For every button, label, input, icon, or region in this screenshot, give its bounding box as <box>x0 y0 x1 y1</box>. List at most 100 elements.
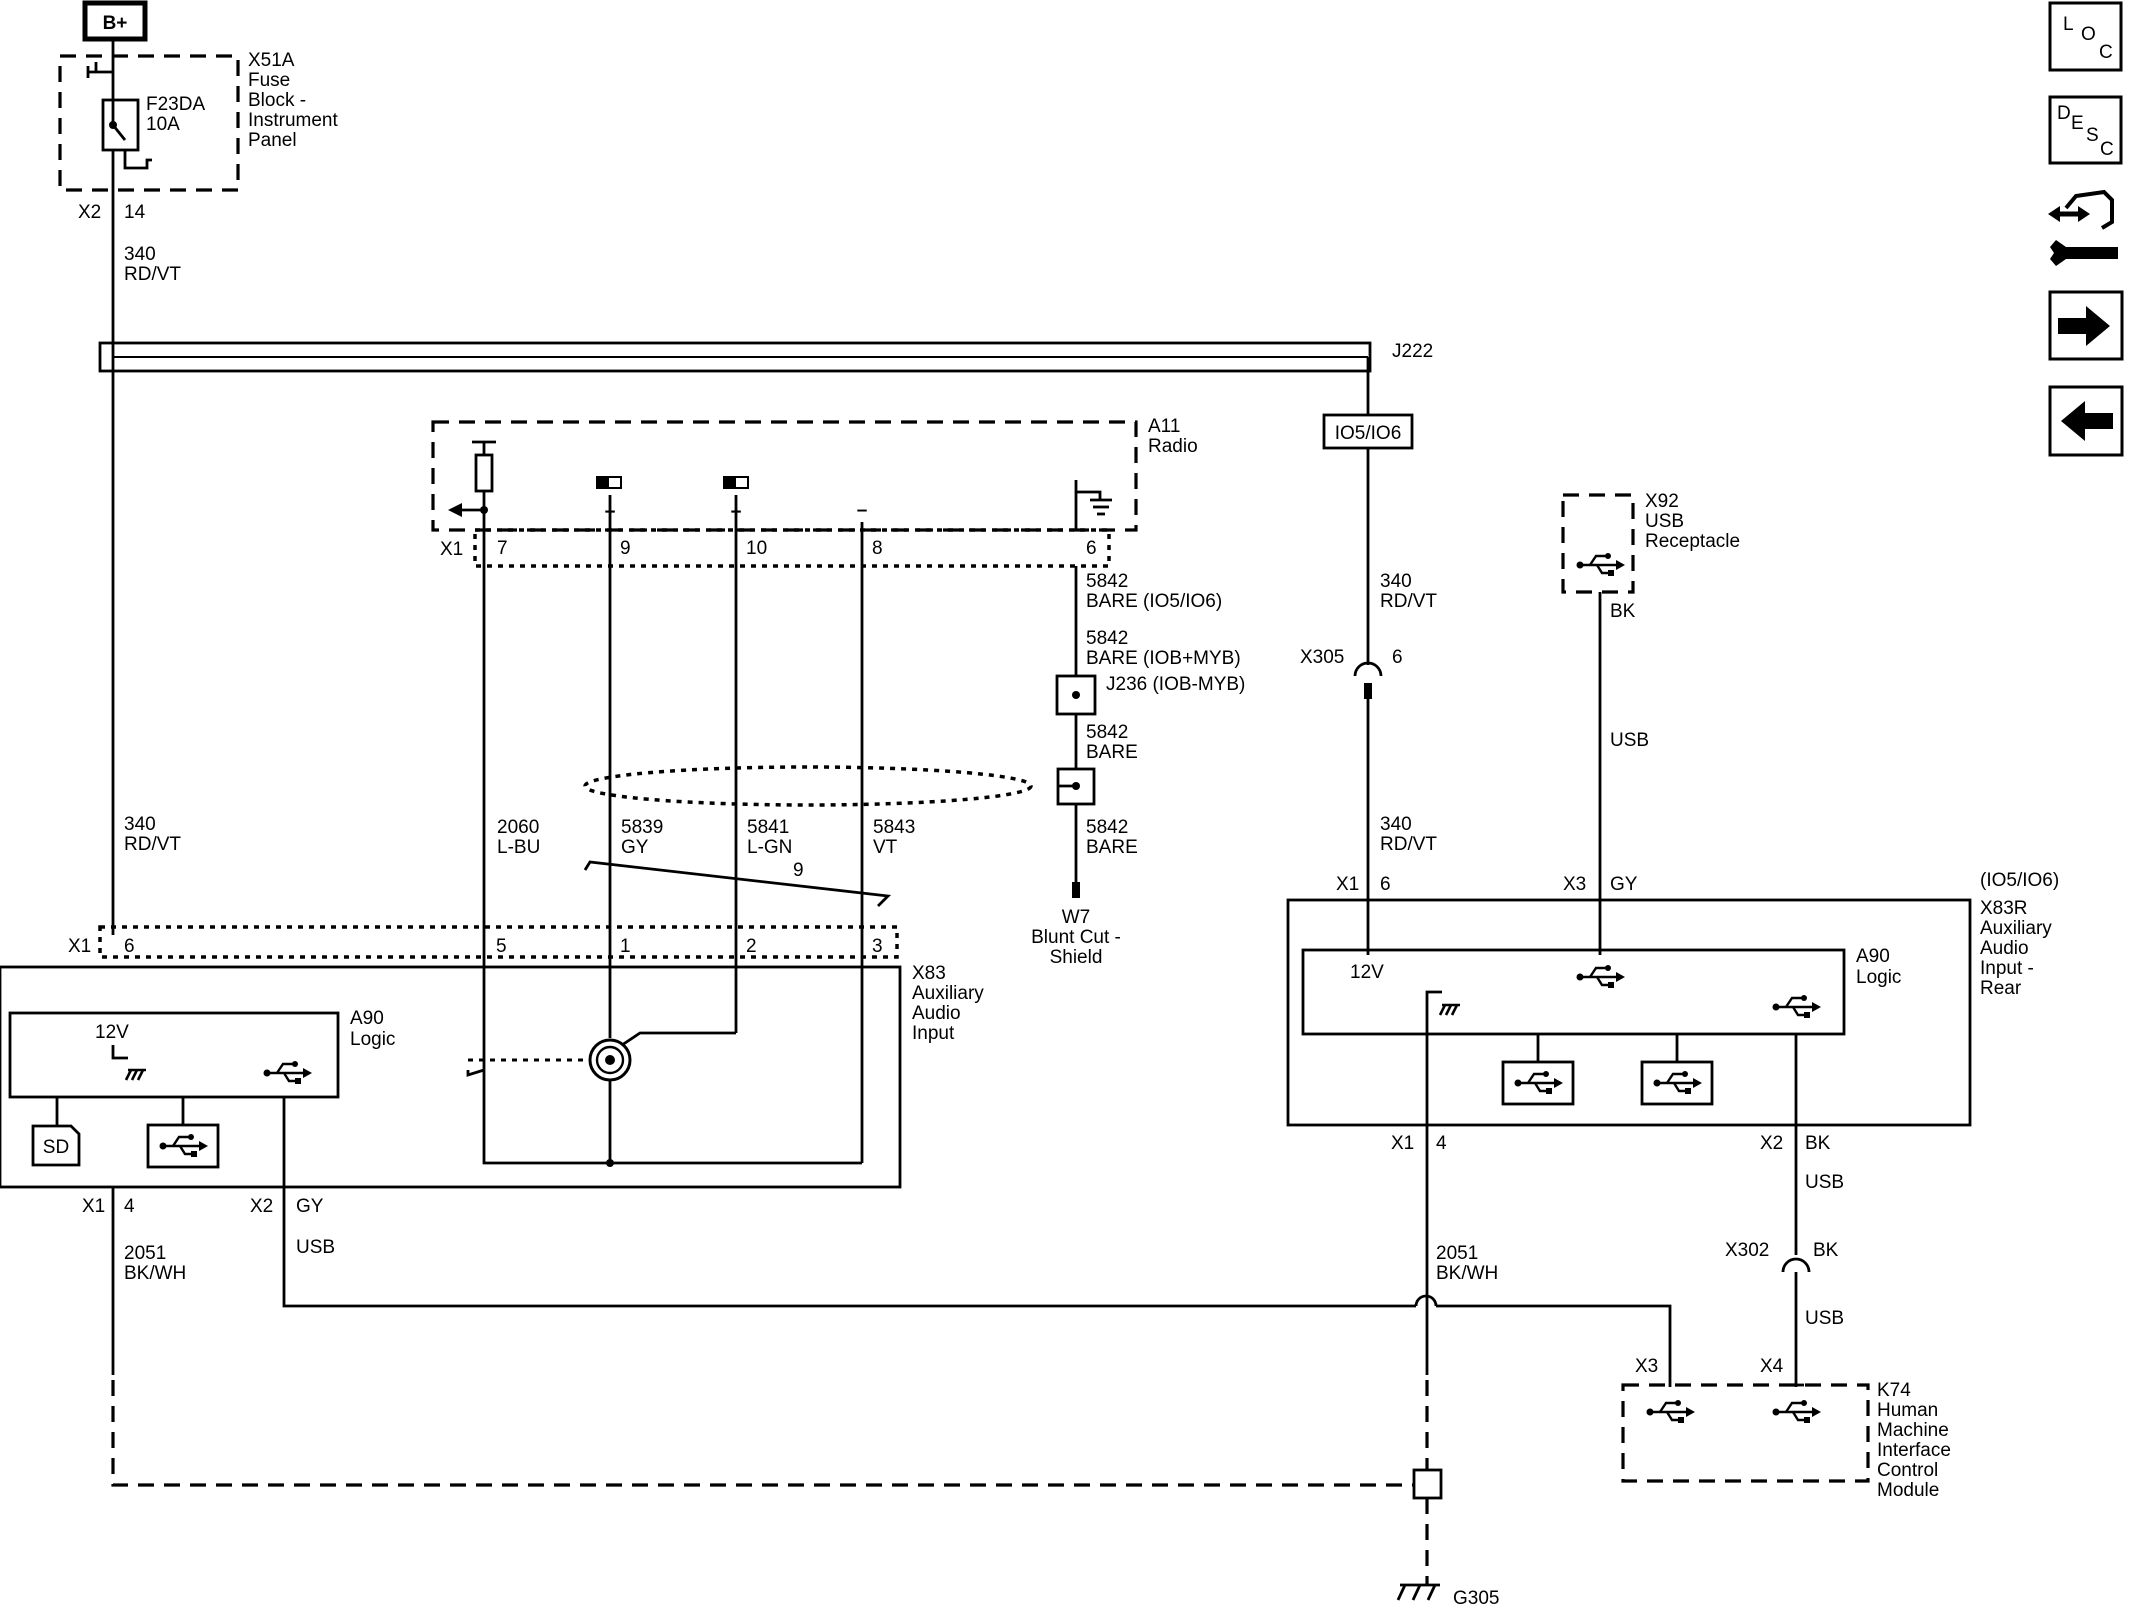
loc-letter-2: O <box>2081 24 2096 45</box>
arrow-left-nav-icon <box>2061 401 2113 441</box>
rear-x1-pin: 6 <box>1380 874 1391 895</box>
desc-letter-1: D <box>2057 103 2071 124</box>
hmi-x3: X3 <box>1635 1356 1658 1377</box>
drain-wire-5842: 5842 BARE (IO5/IO6) 5842 BARE (IOB+MYB) … <box>1031 566 1245 968</box>
radio-pin-10: 10 <box>746 538 767 559</box>
rear-logic-id: A90 <box>1856 946 1890 967</box>
x302-id: X302 <box>1725 1240 1769 1261</box>
twisted-pair-shield <box>583 765 1033 807</box>
rear-bottom-x2: X2 <box>1760 1133 1783 1154</box>
front-aux-pin-1: 1 <box>620 936 631 957</box>
ground-splice <box>1412 1468 1443 1500</box>
front-bottom-pin4: 4 <box>124 1196 135 1217</box>
front-logic-label: Logic <box>350 1029 395 1050</box>
next-button[interactable] <box>2048 290 2124 361</box>
rear-bottom-pin4: 4 <box>1436 1133 1447 1154</box>
hmi-id: K74 <box>1877 1380 1911 1401</box>
rear-logic-box <box>1301 948 1846 1036</box>
front-bottom-x2: X2 <box>250 1196 273 1217</box>
hmi-usb-icon-2 <box>1771 1398 1823 1425</box>
front-logic-box <box>8 1011 340 1099</box>
rear-aux-line3: Input - <box>1980 958 2034 979</box>
shield-line1: Blunt Cut - <box>1031 927 1121 948</box>
drain-circuit-1: 5842 <box>1086 571 1128 592</box>
rear-logic-usb-icon-2 <box>1771 993 1823 1020</box>
wire-340-top-circuit: 340 <box>124 244 156 265</box>
hmi-x4: X4 <box>1760 1356 1784 1377</box>
front-aux-id: X83 <box>912 963 946 984</box>
shield-line2: Shield <box>1050 947 1103 968</box>
sd-card-icon <box>31 1124 81 1167</box>
rear-logic-label: Logic <box>1856 967 1901 988</box>
usb-wire-front-to-hmi <box>1436 1304 1672 1387</box>
arrow-right-icon <box>2058 306 2110 346</box>
splice-j236: J236 (IOB-MYB) <box>1106 674 1245 695</box>
rear-aux-line1: Auxiliary <box>1980 918 2052 939</box>
x305-id: X305 <box>1300 647 1344 668</box>
front-logic-12v: 12V <box>95 1022 129 1043</box>
wire-2060-circuit: 2060 <box>497 817 539 838</box>
wire-5839-circuit: 5839 <box>621 817 663 838</box>
radio-pin-6: 6 <box>1086 538 1097 559</box>
rear-aux-x83r: X1 6 X3 GY (IO5/IO6) X83R Auxiliary Audi… <box>1286 870 2059 1193</box>
front-aux-pin-2: 2 <box>746 936 757 957</box>
fuse-symbol <box>101 98 140 152</box>
wire-2051-rear-color: BK/WH <box>1436 1263 1498 1284</box>
front-logic-ground-icon <box>124 1068 148 1082</box>
hmi-line5: Module <box>1877 1480 1939 1501</box>
battery-label: B+ <box>103 13 128 34</box>
desc-letter-4: C <box>2100 139 2114 160</box>
wire-5839-color: GY <box>621 837 649 858</box>
rear-x3-gy: GY <box>1610 874 1638 895</box>
fuse-block-desc1: Fuse <box>248 70 290 91</box>
receptacle-id: X92 <box>1645 491 1679 512</box>
option-io5-label: IO5/IO6 <box>1335 423 1402 444</box>
fuse-conn: X2 <box>78 202 101 223</box>
wire-2051-front-color: BK/WH <box>124 1263 186 1284</box>
sd-label: SD <box>43 1137 69 1158</box>
wire-5843-color: VT <box>873 837 898 858</box>
rear-usb-port-2-icon <box>1652 1069 1704 1096</box>
fuse-block-desc4: Panel <box>248 130 297 151</box>
wire-5843-circuit: 5843 <box>873 817 915 838</box>
front-aux-x83: X1 6 5 1 2 3 X83 Auxiliary Audio Input A… <box>0 925 984 1189</box>
twist-count: 9 <box>793 860 804 881</box>
wire-340-mid-circuit: 340 <box>124 814 156 835</box>
usb-receptacle-x92: X92 USB Receptacle BK USB <box>1561 491 1740 751</box>
hmi-line3: Interface <box>1877 1440 1951 1461</box>
fuse-id: F23DA <box>146 94 205 115</box>
drain-circuit-3: 5842 <box>1086 722 1128 743</box>
drain-bare-iob: BARE (IOB+MYB) <box>1086 648 1241 669</box>
inline-x302: X302 BK USB <box>1725 1240 1844 1329</box>
fuse-rating: 10A <box>146 114 180 135</box>
hmi-line4: Control <box>1877 1460 1938 1481</box>
fuse-pin: 14 <box>124 202 146 223</box>
rear-usb-port-1-icon <box>1513 1069 1565 1096</box>
x302-bk: BK <box>1813 1240 1839 1261</box>
connector-wrench-icon[interactable] <box>2048 189 2118 266</box>
wire-340-rear-circuit-2: 340 <box>1380 814 1412 835</box>
desc-letter-2: E <box>2071 113 2084 134</box>
fuse-block-desc2: Block - <box>248 90 306 111</box>
wire-2051-front-circuit: 2051 <box>124 1243 166 1264</box>
hmi-line2: Machine <box>1877 1420 1949 1441</box>
desc-button[interactable]: D E S C <box>2048 95 2123 165</box>
front-usb-port <box>146 1123 220 1169</box>
front-logic-id: A90 <box>350 1008 384 1029</box>
x302-usb: USB <box>1805 1308 1844 1329</box>
front-aux-pin-3: 3 <box>872 936 883 957</box>
loc-button[interactable]: L O C <box>2048 1 2123 72</box>
rear-usb-port-2 <box>1640 1060 1714 1106</box>
drain-bare-1: BARE <box>1086 742 1138 763</box>
hmi-line1: Human <box>1877 1400 1938 1421</box>
ground-label: G305 <box>1453 1588 1499 1604</box>
fuse-block: X51A Fuse Block - Instrument Panel F23DA… <box>58 50 338 223</box>
radio-pin-8: 8 <box>872 538 883 559</box>
rear-logic-ground-icon <box>1438 1003 1462 1017</box>
splice-j222-label: J222 <box>1392 341 1433 362</box>
splice-j222: J222 <box>98 341 1433 415</box>
front-bottom-gy: GY <box>296 1196 324 1217</box>
front-usb-port-icon <box>158 1132 210 1159</box>
inline-x305: X305 6 <box>1300 647 1403 699</box>
previous-button[interactable] <box>2048 385 2124 457</box>
